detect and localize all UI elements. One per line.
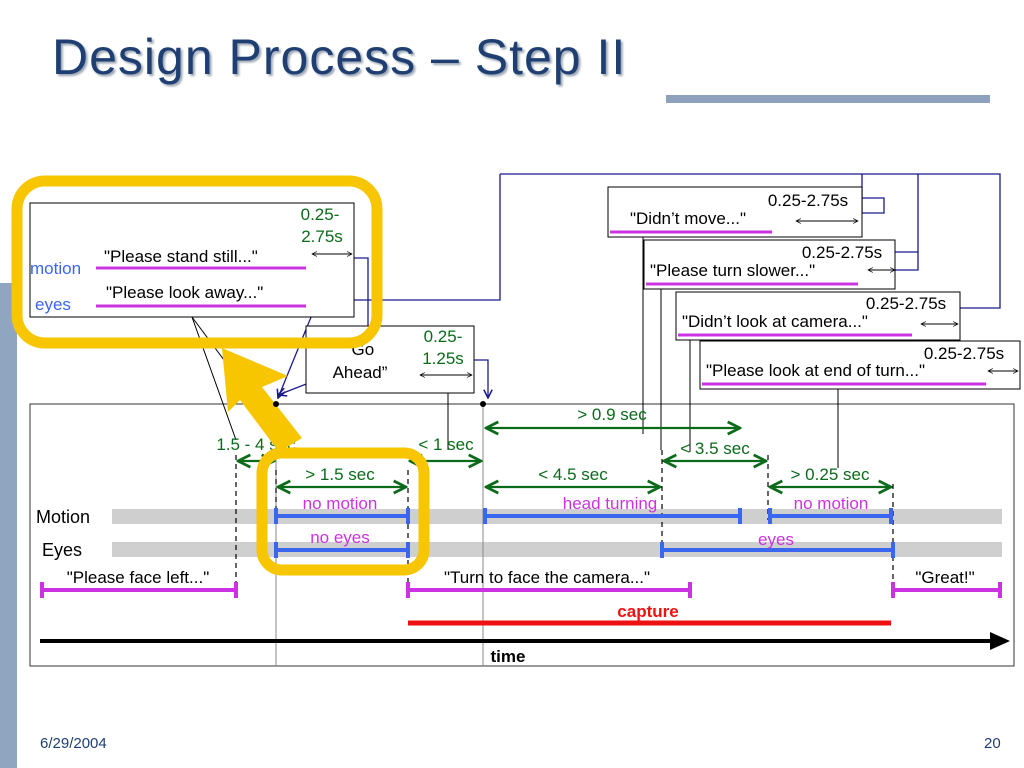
- footer-date: 6/29/2004: [40, 735, 107, 752]
- turn-slower-prompt: "Please turn slower...": [650, 261, 815, 280]
- look-end-box: [699, 340, 1021, 390]
- highlight-idle-box: [11, 175, 383, 349]
- didnt-move-duration: 0.25-2.75s: [768, 191, 848, 210]
- state-eyes: eyes: [758, 530, 794, 549]
- didnt-look-duration: 0.25-2.75s: [866, 294, 946, 313]
- label-gt-0-25: > 0.25 sec: [791, 465, 870, 484]
- go-ahead-duration2: 1.25s: [422, 349, 464, 368]
- label-lt-4-5: < 4.5 sec: [538, 465, 608, 484]
- didnt-move-prompt: "Didn’t move...": [630, 209, 746, 228]
- turn-slower-box: [643, 239, 896, 290]
- eyes-row-track: [112, 542, 1002, 557]
- look-end-prompt: "Please look at end of turn...": [706, 361, 925, 380]
- state-no-motion-1: no motion: [303, 494, 378, 513]
- title-underline: [666, 95, 990, 103]
- label-lt-1: < 1 sec: [418, 435, 474, 454]
- time-label: time: [491, 647, 526, 666]
- didnt-look-prompt: "Didn’t look at camera...": [682, 312, 868, 331]
- prompt-bars: [40, 582, 1002, 598]
- idle-duration: 0.25-: [301, 205, 340, 224]
- state-bars: [274, 508, 895, 558]
- footer-page-number: 20: [984, 735, 1001, 752]
- row-label-motion: Motion: [36, 507, 90, 527]
- left-accent-bar: [0, 283, 17, 768]
- prompt-face-left: "Please face left...": [67, 568, 209, 587]
- go-ahead-box: [305, 325, 475, 394]
- idle-eyes-label: eyes: [35, 295, 71, 314]
- marker-dot-2: [480, 401, 486, 407]
- go-ahead-line2: Ahead”: [333, 363, 388, 382]
- go-ahead-duration: 0.25-: [424, 327, 463, 346]
- row-label-eyes: Eyes: [42, 540, 82, 560]
- idle-eyes-prompt: "Please look away...": [106, 283, 263, 302]
- label-gt-1-5: > 1.5 sec: [305, 465, 375, 484]
- state-head-turning: head turning: [563, 494, 658, 513]
- marker-dot-1: [273, 401, 279, 407]
- didnt-move-box: [607, 186, 863, 238]
- capture-label: capture: [617, 602, 678, 621]
- prompt-turn-face: "Turn to face the camera...": [444, 568, 650, 587]
- label-gt-0-9: > 0.9 sec: [577, 405, 647, 424]
- state-no-eyes: no eyes: [310, 528, 370, 547]
- time-axis-arrowhead: [990, 632, 1010, 650]
- slide-title: Design Process – Step II: [52, 29, 627, 85]
- idle-motion-prompt: "Please stand still...": [104, 247, 258, 266]
- state-no-motion-2: no motion: [794, 494, 869, 513]
- highlight-no-motion-window: [256, 447, 430, 576]
- look-end-duration: 0.25-2.75s: [924, 344, 1004, 363]
- idle-duration2: 2.75s: [301, 227, 343, 246]
- turn-slower-duration: 0.25-2.75s: [802, 243, 882, 262]
- idle-box: [29, 202, 355, 318]
- label-lt-3-5: < 3.5 sec: [680, 439, 750, 458]
- idle-motion-label: motion: [30, 259, 81, 278]
- highlight-arrow: [222, 348, 302, 452]
- timeline-frame: [29, 403, 1015, 667]
- didnt-look-box: [675, 291, 961, 341]
- prompt-great: "Great!": [915, 568, 974, 587]
